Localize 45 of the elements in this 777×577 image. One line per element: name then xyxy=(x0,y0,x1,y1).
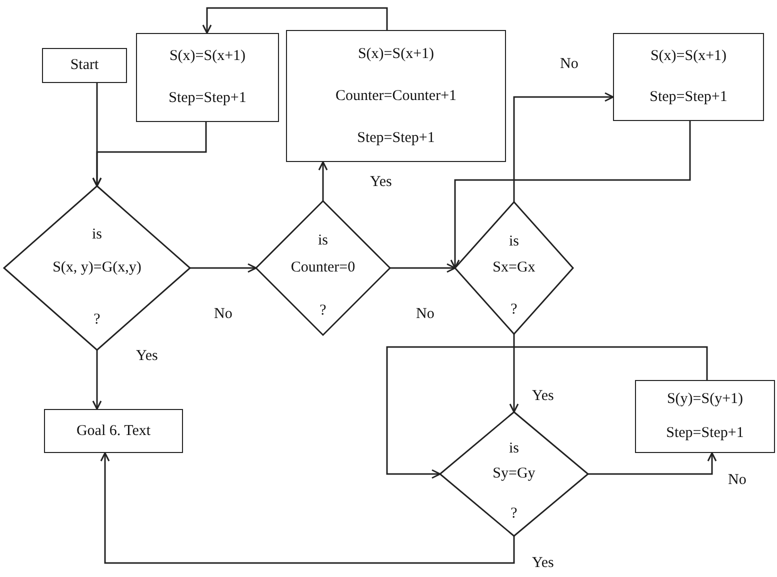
box-text: S(x)=S(x+1) xyxy=(650,48,727,65)
diamond-text: ? xyxy=(92,312,102,329)
diamond-text: is xyxy=(508,440,520,458)
box-text: Step=Step+1 xyxy=(357,130,435,146)
box-text: S(x)=S(x+1) xyxy=(169,48,246,66)
box-text: Counter=Counter+1 xyxy=(335,88,457,104)
arrow xyxy=(588,452,717,475)
arrow xyxy=(202,7,388,34)
arrow xyxy=(390,263,456,273)
box-text: Step=Step+1 xyxy=(168,90,246,107)
diamond-text: is xyxy=(90,226,103,244)
process-box xyxy=(44,409,183,453)
decision-diamond xyxy=(4,186,190,350)
diamond-text: is xyxy=(316,232,329,250)
diamond-text: Counter=0 xyxy=(290,260,356,276)
box-text: Step=Step+1 xyxy=(650,89,728,106)
arrow xyxy=(509,334,519,413)
box-text: Step=Step+1 xyxy=(666,424,744,442)
arrow xyxy=(92,122,207,187)
box-text: Goal 6. Text xyxy=(76,422,151,440)
decision-diamond xyxy=(256,201,390,335)
process-box xyxy=(42,48,127,83)
diamond-text: S(x, y)=G(x,y) xyxy=(52,260,142,276)
arrow xyxy=(190,263,257,273)
arrow xyxy=(100,452,515,564)
box-text: S(y)=S(y+1) xyxy=(666,391,744,408)
arrow xyxy=(92,350,102,410)
arrow xyxy=(513,92,614,202)
diamond-text: ? xyxy=(318,302,328,320)
arrow xyxy=(386,346,708,479)
decision-diamond xyxy=(440,412,588,536)
process-box xyxy=(613,33,764,121)
diamond-text: ? xyxy=(510,505,518,522)
diamond-text: is xyxy=(508,233,520,250)
diamond-text: Sx=Gx xyxy=(492,260,536,276)
process-box xyxy=(136,33,279,122)
process-box xyxy=(286,30,506,162)
process-box xyxy=(635,380,775,453)
box-text: Start xyxy=(70,57,99,74)
diamond-text: ? xyxy=(510,302,518,319)
arrow xyxy=(318,161,328,201)
decision-diamond xyxy=(455,202,573,334)
arrow xyxy=(450,121,691,269)
box-text: S(x)=S(x+1) xyxy=(358,46,434,62)
diamond-text: Sy=Gy xyxy=(492,466,536,482)
